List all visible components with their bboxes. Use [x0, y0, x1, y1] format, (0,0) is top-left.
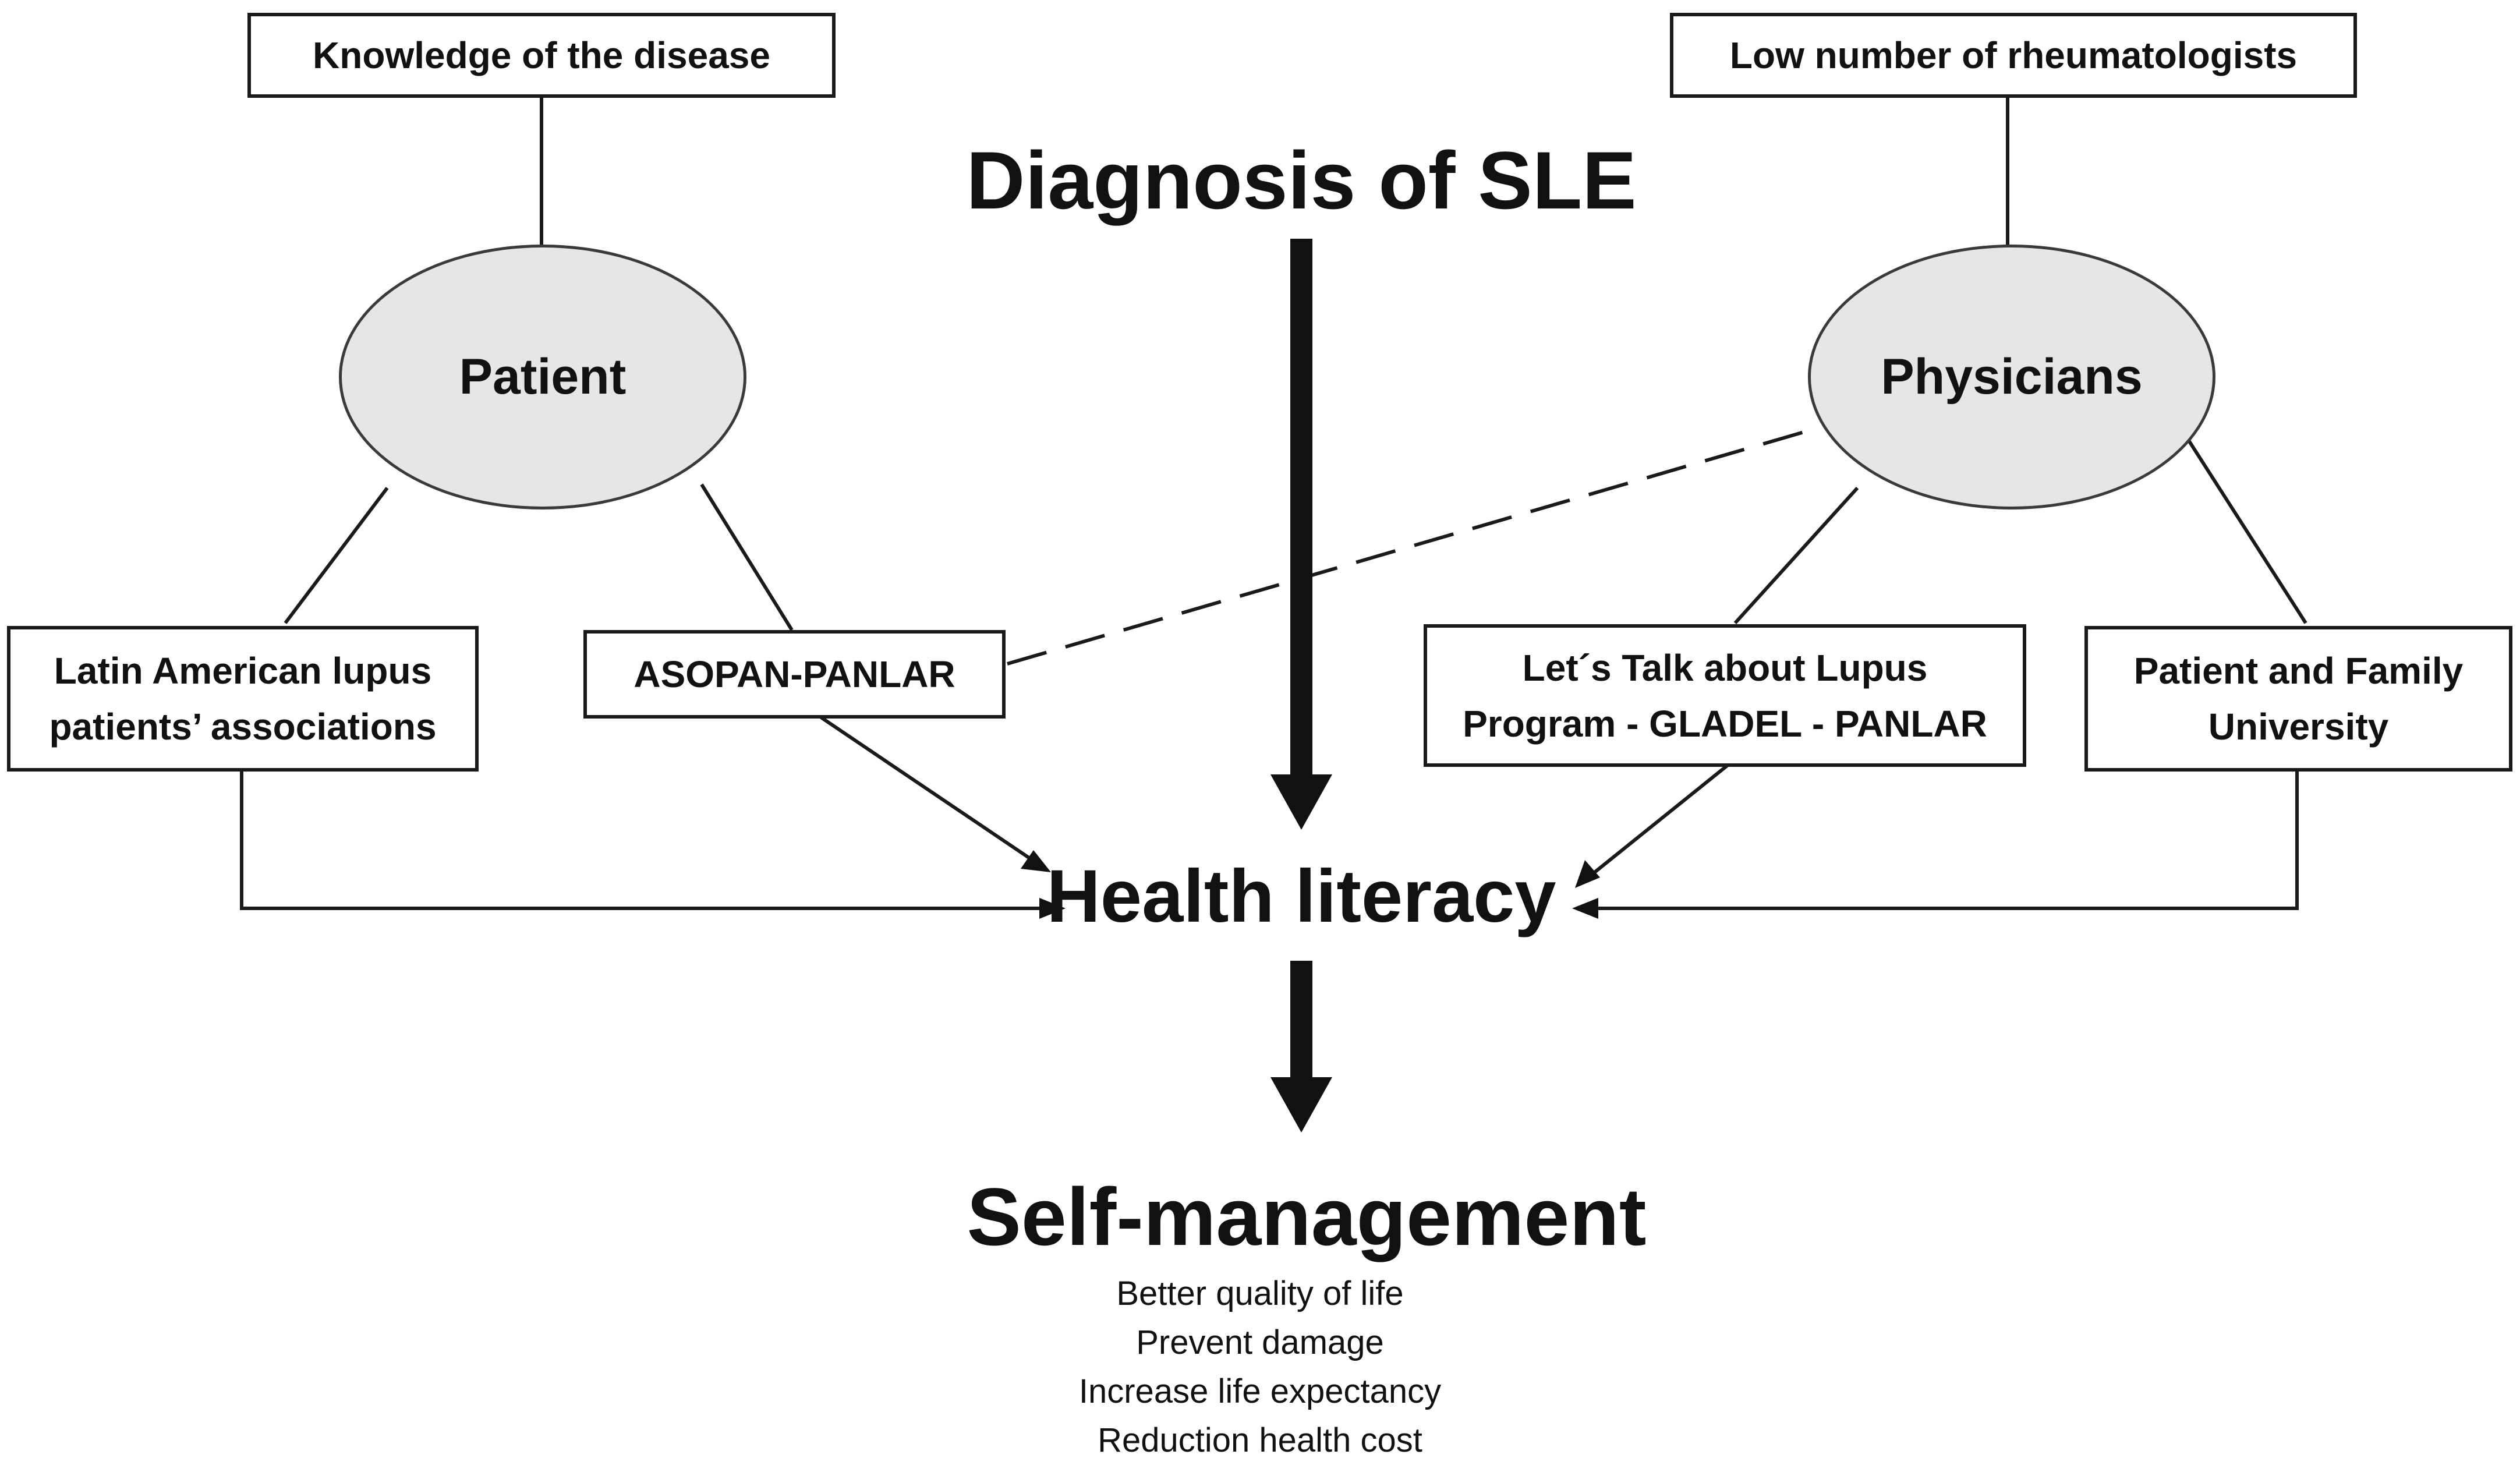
patient-family-university-box: Patient and Family University	[2084, 626, 2512, 772]
asopan-panlar-label: ASOPAN-PANLAR	[633, 653, 955, 695]
line-latin-american-to-health-literacy	[240, 770, 1042, 910]
line-physicians-to-lets-talk	[1733, 486, 1859, 625]
latin-american-associations-box: Latin American lupus patients’ associati…	[7, 626, 479, 772]
line-asopan-to-health-literacy	[820, 716, 1032, 861]
self-management-heading: Self-management	[967, 1171, 1647, 1262]
latin-american-associations-line1: Latin American lupus	[54, 650, 432, 692]
latin-american-associations-line2: patients’ associations	[49, 706, 437, 748]
patient-label: Patient	[459, 349, 627, 405]
low-number-rheumatologists-box: Low number of rheumatologists	[1670, 13, 2357, 98]
arrowhead-right-elbow	[1572, 898, 1598, 919]
patient-node: Patient	[339, 245, 746, 509]
main-arrowhead-2	[1270, 1077, 1332, 1133]
knowledge-of-disease-label: Knowledge of the disease	[313, 34, 770, 76]
outcome-item: Prevent damage	[1136, 1324, 1384, 1361]
arrowhead-lets-talk	[1575, 860, 1600, 888]
self-management-outcomes: Better quality of life Prevent damage In…	[1027, 1269, 1493, 1465]
lets-talk-about-lupus-line1: Let´s Talk about Lupus	[1522, 646, 1928, 689]
lets-talk-about-lupus-box: Let´s Talk about Lupus Program - GLADEL …	[1424, 624, 2026, 767]
diagnosis-heading: Diagnosis of SLE	[966, 135, 1637, 226]
physicians-label: Physicians	[1881, 349, 2143, 405]
line-patient-to-latin-american	[284, 487, 389, 624]
outcome-item: Reduction health cost	[1098, 1421, 1422, 1459]
main-arrow-shaft-1	[1290, 239, 1312, 777]
knowledge-of-disease-box: Knowledge of the disease	[247, 13, 836, 98]
asopan-panlar-box: ASOPAN-PANLAR	[583, 630, 1006, 719]
outcome-item: Increase life expectancy	[1078, 1372, 1442, 1410]
patient-family-university-line2: University	[2208, 706, 2389, 748]
line-physicians-to-patient-family	[2188, 440, 2307, 624]
physicians-node: Physicians	[1808, 245, 2215, 509]
patient-family-university-line1: Patient and Family	[2133, 650, 2464, 692]
main-arrow-shaft-2	[1290, 961, 1312, 1080]
outcome-item: Better quality of life	[1116, 1275, 1404, 1312]
low-number-rheumatologists-label: Low number of rheumatologists	[1729, 34, 2298, 76]
lets-talk-about-lupus-line2: Program - GLADEL - PANLAR	[1463, 702, 1987, 745]
health-literacy-heading: Health literacy	[1046, 855, 1556, 938]
main-arrowhead-1	[1270, 774, 1332, 830]
arrowhead-left-elbow	[1039, 898, 1066, 919]
dashed-link-asopan-physicians	[1007, 429, 1808, 666]
line-patient-to-asopan	[700, 483, 794, 631]
arrowhead-asopan	[1021, 850, 1051, 872]
line-patient-family-to-health-literacy	[1590, 770, 2299, 910]
line-lets-talk-to-health-literacy	[1588, 762, 1730, 878]
